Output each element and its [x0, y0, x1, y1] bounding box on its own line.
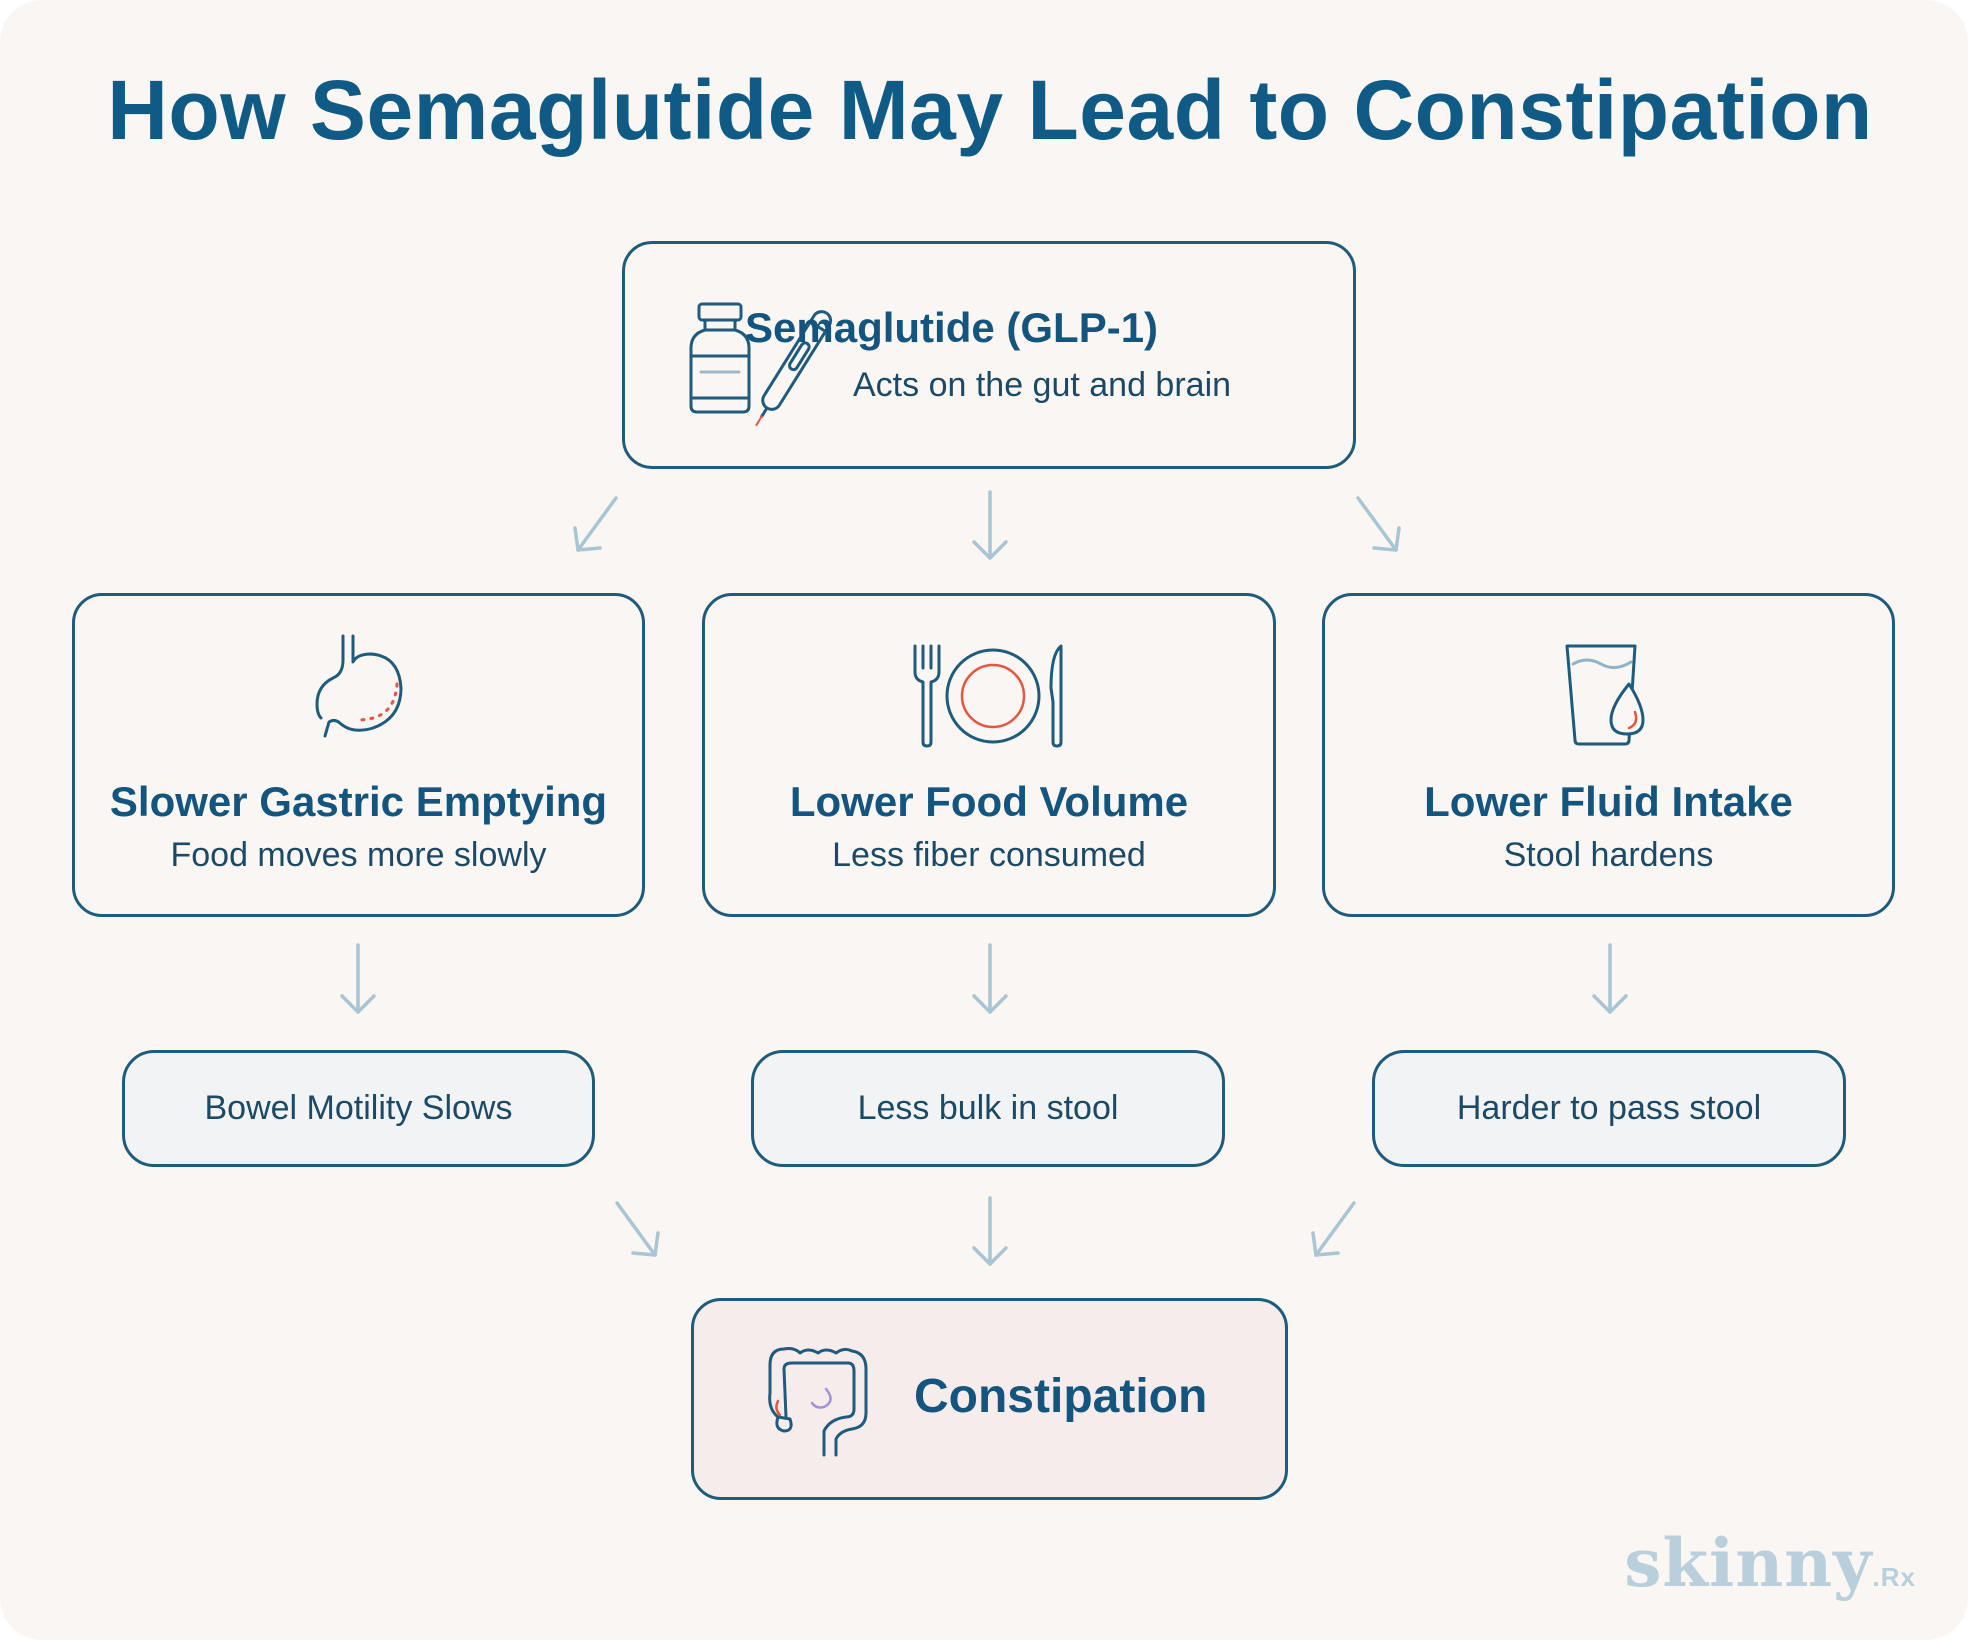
arrow-top-to-left [573, 496, 618, 552]
effect-box-gastric: Slower Gastric Emptying Food moves more … [72, 593, 645, 917]
stomach-icon [315, 634, 403, 738]
plate-fork-knife-icon [913, 644, 1063, 748]
consequence-label: Less bulk in stool [857, 1089, 1119, 1127]
logo-suffix: .Rx [1872, 1562, 1916, 1592]
arrow-center-to-outcome [972, 1196, 1008, 1266]
arrow-center-down [972, 943, 1008, 1014]
effect-title: Slower Gastric Emptying [109, 778, 608, 825]
semaglutide-box: Semaglutide (GLP-1) Acts on the gut and … [622, 241, 1356, 469]
water-glass-drop-icon [1565, 644, 1645, 746]
arrow-left-down [340, 943, 376, 1014]
outcome-title: Constipation [914, 1370, 1208, 1423]
arrow-right-down [1592, 943, 1628, 1014]
effect-subtitle: Less fiber consumed [832, 836, 1146, 874]
consequence-label: Harder to pass stool [1456, 1089, 1762, 1127]
consequence-pill-motility: Bowel Motility Slows [122, 1050, 595, 1167]
effect-title: Lower Fluid Intake [1424, 778, 1793, 825]
outcome-box: Constipation [691, 1298, 1288, 1500]
effect-title: Lower Food Volume [789, 778, 1189, 825]
page-title: How Semaglutide May Lead to Constipation [107, 63, 1873, 157]
arrow-top-to-right [1356, 496, 1401, 552]
intestine-icon [768, 1347, 868, 1457]
effect-box-fluid: Lower Fluid Intake Stool hardens [1322, 593, 1895, 917]
effect-subtitle: Stool hardens [1503, 836, 1714, 874]
effect-subtitle: Food moves more slowly [170, 836, 547, 874]
consequence-pill-stool: Harder to pass stool [1372, 1050, 1846, 1167]
arrow-top-to-center [972, 490, 1008, 560]
arrow-right-to-outcome [1311, 1201, 1356, 1257]
consequence-label: Bowel Motility Slows [204, 1089, 513, 1127]
skinny-rx-logo: skinny.Rx [1624, 1524, 1916, 1602]
arrow-left-to-outcome [615, 1201, 660, 1257]
semaglutide-subtitle: Acts on the gut and brain [853, 366, 1232, 404]
semaglutide-title: Semaglutide (GLP-1) [745, 304, 1159, 351]
effect-box-food: Lower Food Volume Less fiber consumed [702, 593, 1276, 917]
vial-and-pen-icon [689, 302, 833, 426]
logo-brand: skinny [1624, 1524, 1873, 1602]
consequence-pill-bulk: Less bulk in stool [751, 1050, 1225, 1167]
